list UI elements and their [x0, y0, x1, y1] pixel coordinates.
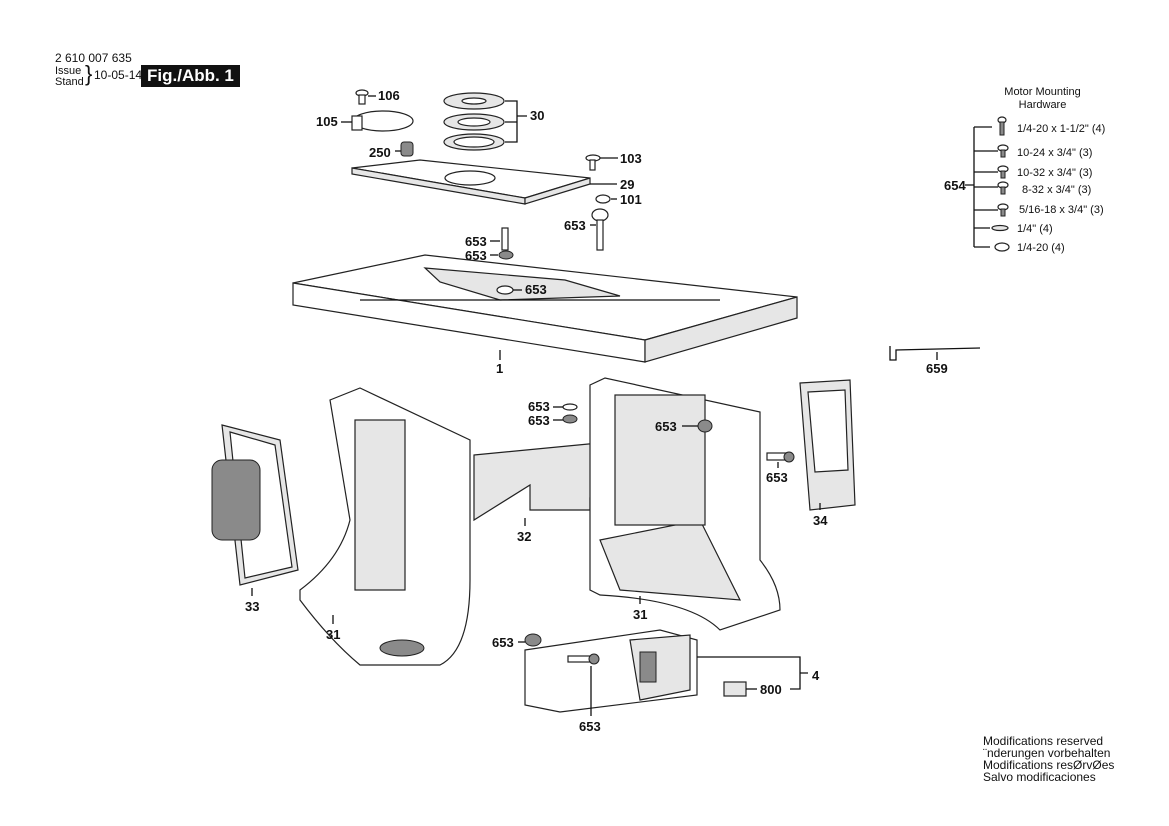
note-line: Salvo modificaciones [983, 770, 1096, 784]
part-653-bolt [591, 208, 609, 251]
hardware-item: 1/4-20 x 1-1/2" (4) [1017, 123, 1105, 135]
label-32: 32 [517, 529, 531, 544]
label-105: 105 [316, 114, 338, 129]
hardware-title-line2: Hardware [1018, 99, 1067, 111]
part-30-rings [443, 92, 505, 151]
label-653: 653 [766, 470, 788, 485]
part-33-side-door [211, 424, 299, 586]
hardware-item: 1/4" (4) [1017, 223, 1053, 235]
modifications-note: Modifications reserved ¨nderungen vorbeh… [983, 735, 1114, 783]
label-33: 33 [245, 599, 259, 614]
part-4-switch-box [524, 629, 698, 713]
part-29-insert-plate [351, 159, 591, 205]
hardware-item: 10-24 x 3/4" (3) [1017, 147, 1092, 159]
hardware-item: 10-32 x 3/4" (3) [1017, 167, 1092, 179]
label-653: 653 [525, 282, 547, 297]
label-4: 4 [812, 668, 820, 683]
label-29: 29 [620, 177, 634, 192]
label-653: 653 [655, 419, 677, 434]
label-31: 31 [326, 627, 340, 642]
label-101: 101 [620, 192, 642, 207]
label-250: 250 [369, 145, 391, 160]
part-653-bolt-small [498, 227, 514, 260]
label-653: 653 [579, 719, 601, 734]
hardware-ref-654: 654 [944, 178, 966, 193]
part-250-bushing [400, 141, 414, 157]
label-653: 653 [528, 413, 550, 428]
label-106: 106 [378, 88, 400, 103]
part-103-screw [585, 154, 601, 171]
part-653-nut-right [697, 419, 713, 433]
note-line: Modifications resØrvØes [983, 758, 1115, 772]
part-31-leg-right [589, 377, 781, 631]
part-800-switch-key [723, 681, 747, 697]
part-106-screw [355, 89, 369, 105]
part-653-nut-box [524, 633, 542, 647]
part-number: 2 610 007 635 [55, 51, 132, 65]
note-line: ¨nderungen vorbehalten [983, 746, 1111, 760]
label-653: 653 [564, 218, 586, 233]
note-line: Modifications reserved [983, 734, 1104, 748]
label-653: 653 [528, 399, 550, 414]
hardware-title-line1: Motor Mounting [1004, 86, 1081, 98]
part-653-bolt-right [766, 451, 795, 463]
hardware-item: 1/4-20 (4) [1017, 242, 1065, 254]
label-653: 653 [465, 234, 487, 249]
label-653: 653 [465, 248, 487, 263]
part-labels: 106 105 250 30 103 29 101 653 653 653 65… [245, 88, 948, 734]
label-31: 31 [633, 607, 647, 622]
part-31-leg-left [299, 387, 471, 666]
stand-label: Stand [55, 76, 84, 88]
label-30: 30 [530, 108, 544, 123]
hardware-item: 5/16-18 x 3/4" (3) [1019, 204, 1104, 216]
label-659: 659 [926, 361, 948, 376]
leader-lines [251, 95, 998, 716]
label-653: 653 [492, 635, 514, 650]
hardware-item: 8-32 x 3/4" (3) [1022, 184, 1091, 196]
issue-label: Issue [55, 65, 82, 77]
hardware-screw-icons [991, 116, 1010, 252]
figure-label: Fig./Abb. 1 [141, 65, 240, 87]
part-105-disc [351, 110, 414, 132]
brace: } [85, 61, 93, 86]
part-653-washers [562, 403, 578, 424]
part-659-hex-key [889, 346, 981, 361]
label-103: 103 [620, 151, 642, 166]
issue-date: 10-05-14 [94, 68, 143, 82]
label-1: 1 [496, 361, 503, 376]
label-800: 800 [760, 682, 782, 697]
label-34: 34 [813, 513, 828, 528]
part-101-nut [595, 194, 611, 204]
part-34-side-door [799, 379, 856, 511]
part-1-table-top [292, 254, 798, 363]
